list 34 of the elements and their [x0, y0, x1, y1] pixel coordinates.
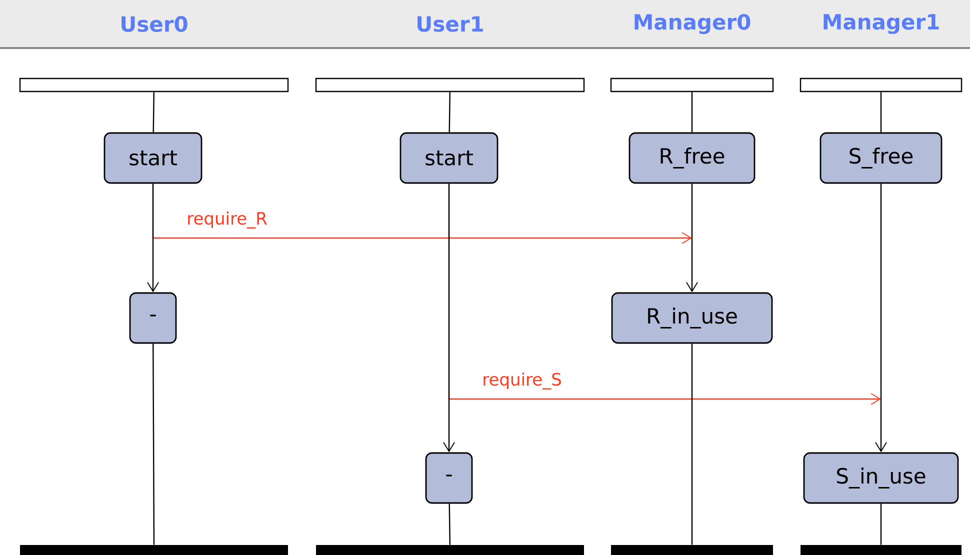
state-box: S_free [820, 132, 942, 184]
lifeline [880, 92, 882, 132]
lifeline [152, 92, 154, 132]
state-box: S_in_use [803, 452, 959, 504]
state-box: start [400, 132, 498, 184]
lifeline [880, 504, 882, 545]
lifeline [152, 344, 155, 545]
lifeline [691, 344, 693, 545]
lifeline-head-bar [800, 78, 962, 92]
lifeline-end-bar [800, 545, 962, 555]
lifeline [448, 92, 450, 132]
message-label: require_R [188, 212, 267, 228]
lifeline-name: Manager1 [824, 14, 939, 34]
lifeline-head-bar [19, 78, 289, 92]
state-box: - [425, 452, 473, 504]
state-box: - [129, 292, 177, 344]
lifeline-end-bar [611, 545, 773, 555]
lifeline-name: User0 [122, 16, 188, 32]
lifeline-head-bar [610, 78, 774, 92]
lifeline-end-bar [316, 545, 584, 555]
lifeline [691, 92, 693, 132]
state-box: start [104, 132, 202, 184]
lifeline-arrow [875, 184, 887, 452]
lifeline-arrow [147, 184, 159, 292]
state-box: R_in_use [611, 292, 773, 344]
state-box: R_free [628, 132, 756, 184]
lifeline-arrow [443, 184, 455, 452]
lifeline-name: User1 [418, 16, 483, 32]
lifeline-arrow [686, 184, 698, 292]
lifeline [448, 504, 451, 545]
lifeline-name: Manager0 [634, 14, 750, 34]
message-label: require_S [484, 372, 561, 390]
lifeline-head-bar [315, 78, 585, 92]
lifeline-end-bar [20, 545, 288, 555]
